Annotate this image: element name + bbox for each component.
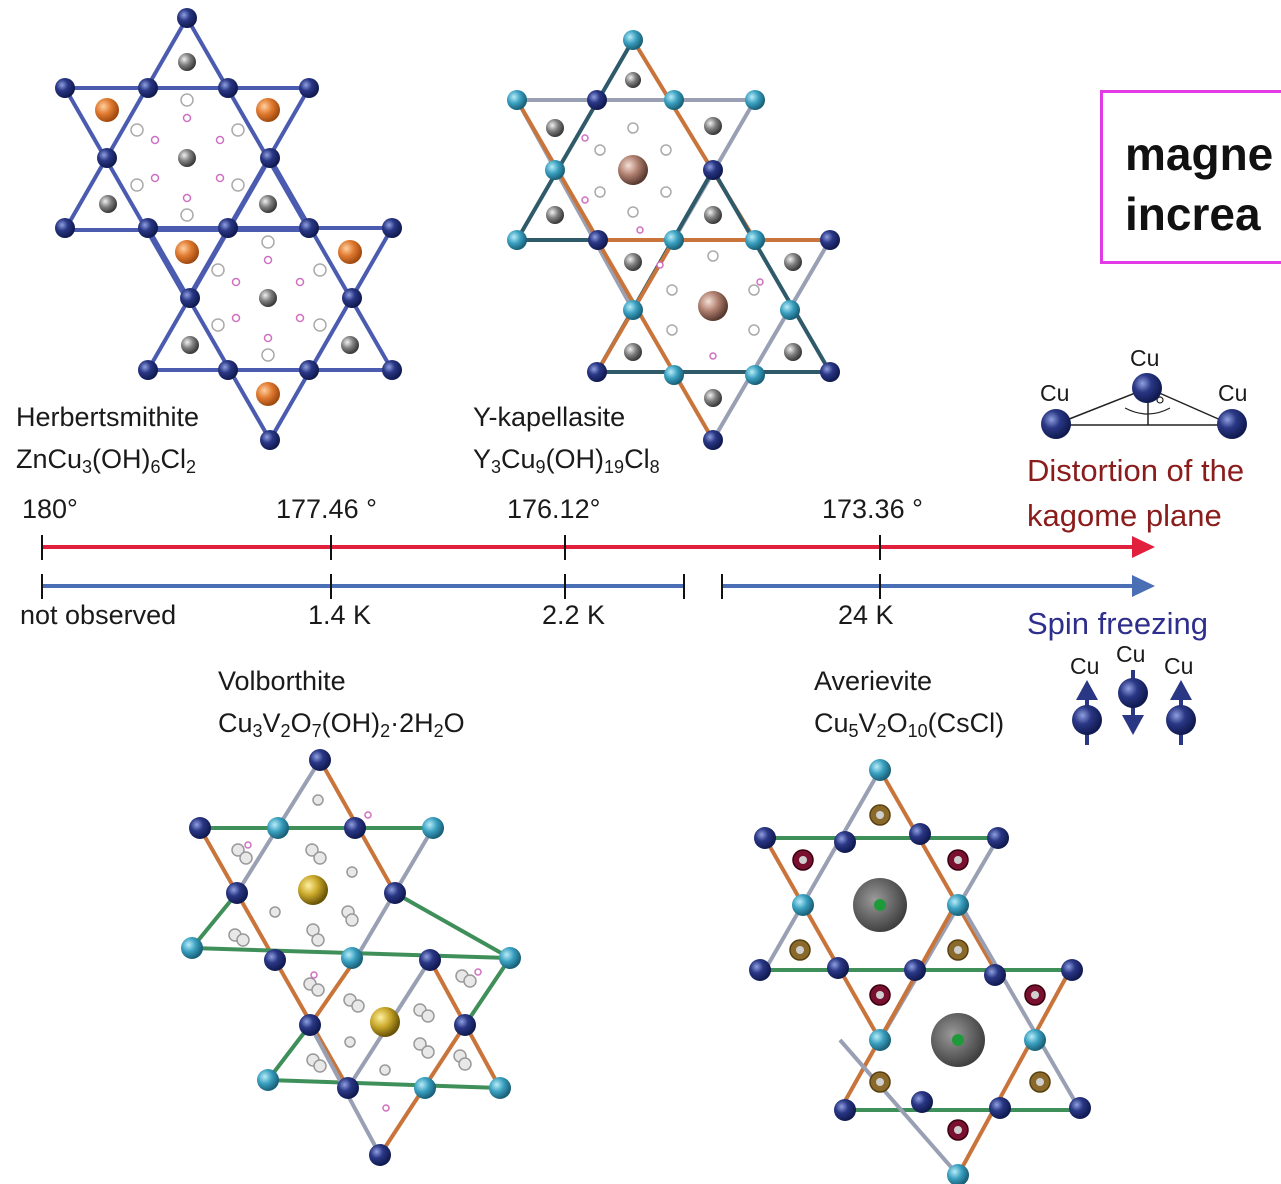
herbertsmithite-atoms [55,8,402,450]
freeze-tick-not-observed: not observed [20,600,177,630]
averievite-structure [763,769,1082,1177]
angle-tick-176-12: 176.12° [507,494,601,524]
freeze-tick-2-2k: 2.2 K [542,600,606,630]
freeze-tick-24k: 24 K [838,600,894,630]
callout-line-2: increa [1125,188,1261,240]
distortion-triangle [1041,373,1247,439]
mineral-name-y-kapellasite: Y-kapellasite [473,402,626,432]
callout-line-1: magne [1125,128,1274,180]
spin-cu-1: Cu [1070,653,1100,679]
triangle-cu-top: Cu [1130,345,1160,371]
mineral-formula-averievite: Cu5V2O10(CsCl) [814,708,1005,741]
triangle-cu-left: Cu [1040,380,1070,406]
spin-cu-3: Cu [1164,653,1194,679]
spin-cu-2: Cu [1116,641,1146,667]
angle-tick-173-36: 173.36 ° [822,494,923,524]
herbertsmithite-structure [61,13,396,445]
spin-diagram [1072,670,1196,745]
freeze-tick-1-4k: 1.4 K [308,600,372,630]
mineral-name-volborthite: Volborthite [218,666,346,696]
angle-tick-180: 180° [22,494,78,524]
distortion-axis [41,535,1155,560]
mineral-formula-herbertsmithite: ZnCu3(OH)6Cl2 [16,444,197,477]
mineral-name-herbertsmithite: Herbertsmithite [16,402,200,432]
y-kapellasite-atoms [507,30,840,450]
triangle-cu-right: Cu [1218,380,1248,406]
callout-box: magne increa [1100,90,1281,264]
mineral-formula-volborthite: Cu3V2O7(OH)2·2H2O [218,708,465,741]
volborthite-atoms [181,749,521,1166]
spin-freezing-axis [41,574,1155,599]
mineral-name-averievite: Averievite [814,666,933,696]
distortion-label-line-2: kagome plane [1027,498,1222,533]
mineral-formula-y-kapellasite: Y3Cu9(OH)19Cl8 [473,444,660,477]
averievite-atoms [749,759,1091,1184]
distortion-label-line-1: Distortion of the [1027,453,1245,488]
spin-freezing-label: Spin freezing [1027,606,1208,641]
angle-tick-177-46: 177.46 ° [276,494,377,524]
